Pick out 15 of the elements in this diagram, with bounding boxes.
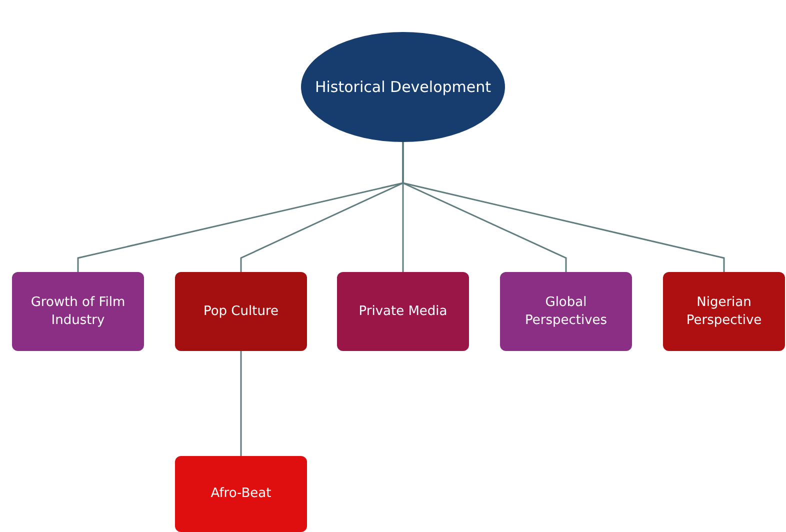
topic-box [663, 272, 785, 351]
node-label: Nigerian Perspective [685, 294, 763, 330]
node-label: Pop Culture [203, 302, 279, 320]
connector-line [240, 351, 242, 456]
topic-box [500, 272, 632, 351]
node-label: Growth of Film Industry [30, 294, 126, 330]
connector-line [402, 142, 725, 272]
node-label: Private Media [358, 302, 448, 320]
node-label: Afro-Beat [210, 485, 272, 503]
topic-box [175, 456, 307, 532]
topic-box [337, 272, 469, 351]
node-label: Historical Development [314, 76, 491, 98]
topic-box [175, 272, 307, 351]
node-label: Global Perspectives [524, 294, 608, 330]
topic-box [12, 272, 144, 351]
